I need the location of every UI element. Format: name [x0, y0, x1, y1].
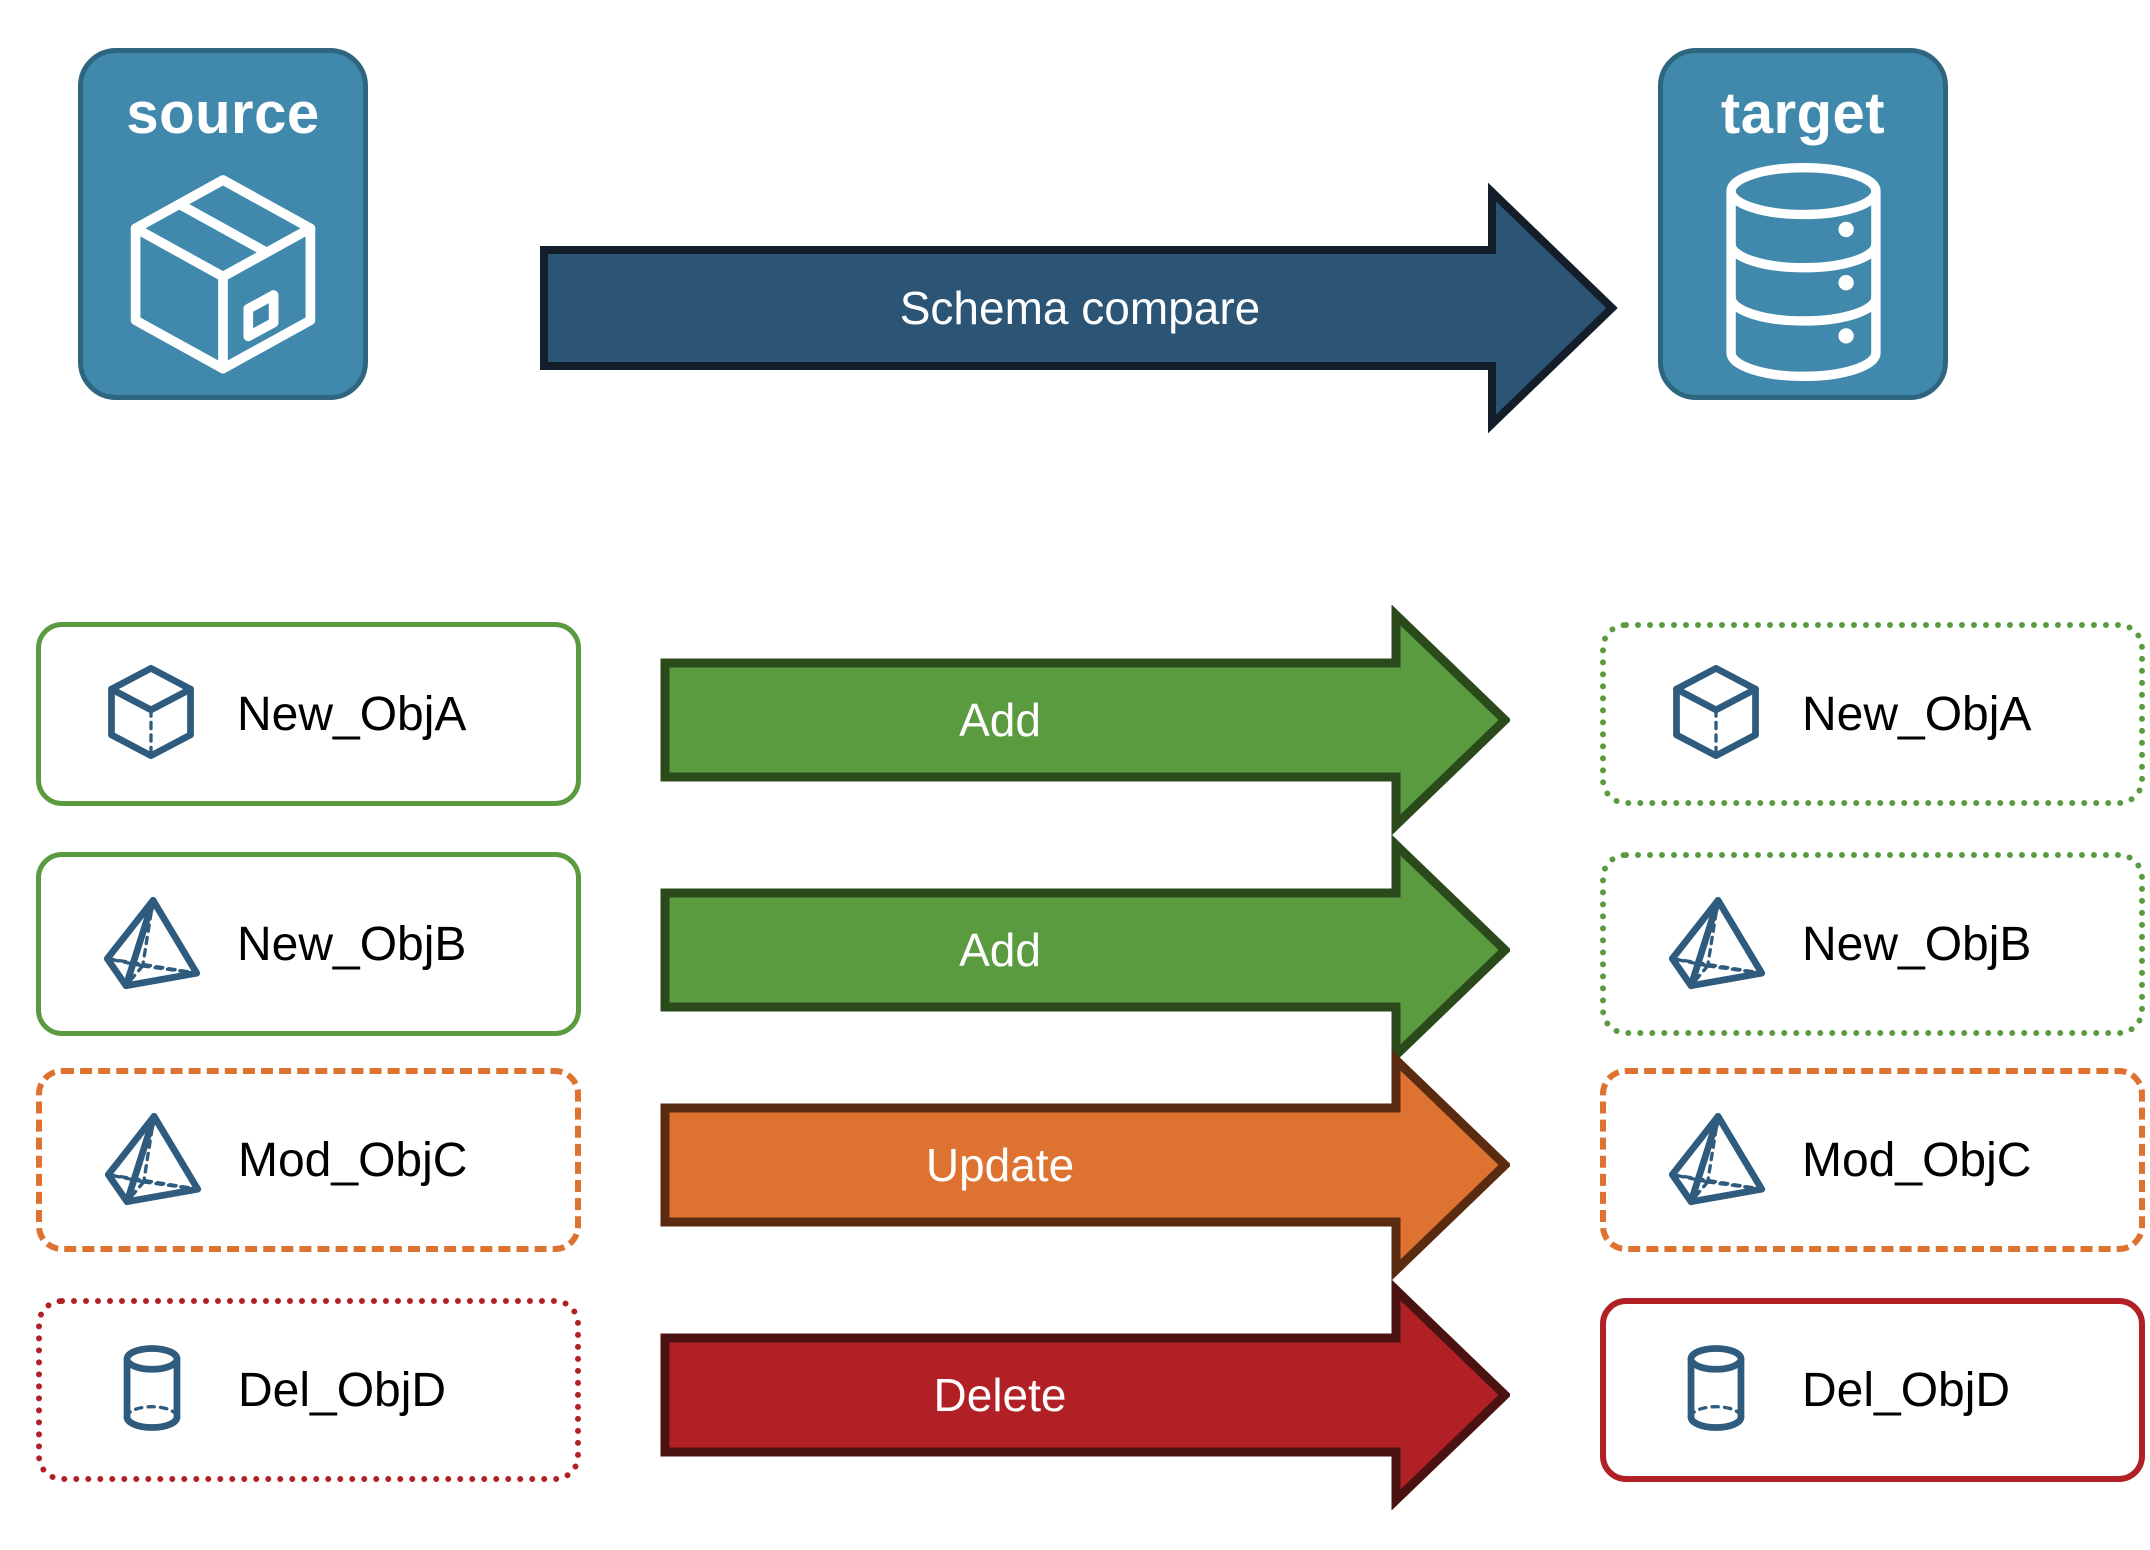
- cube-wireframe-icon: [99, 660, 203, 769]
- cylinder-wireframe-icon: [1664, 1336, 1768, 1445]
- target-object-label-2: New_ObjB: [1802, 917, 2032, 971]
- source-object-label-2: New_ObjB: [237, 917, 467, 971]
- endpoint-title-source: source: [126, 81, 320, 146]
- pyramid-wireframe-icon: [99, 890, 203, 999]
- source-object-card-1[interactable]: New_ObjA: [36, 622, 581, 806]
- source-object-label-1: New_ObjA: [237, 687, 467, 741]
- target-object-card-3[interactable]: Mod_ObjC: [1600, 1068, 2145, 1252]
- target-object-card-2[interactable]: New_ObjB: [1600, 852, 2145, 1036]
- pyramid-wireframe-icon: [1664, 890, 1768, 999]
- target-object-label-3: Mod_ObjC: [1802, 1133, 2032, 1187]
- source-object-label-3: Mod_ObjC: [238, 1133, 468, 1187]
- cylinder-wireframe-icon: [100, 1336, 204, 1445]
- source-object-card-3[interactable]: Mod_ObjC: [36, 1068, 581, 1252]
- target-object-card-4[interactable]: Del_ObjD: [1600, 1298, 2145, 1482]
- database-cylinder-icon: [1696, 157, 1911, 392]
- target-object-card-1[interactable]: New_ObjA: [1600, 622, 2145, 806]
- flow-arrow-update: [660, 1050, 1510, 1280]
- endpoint-card-source[interactable]: source: [78, 48, 368, 400]
- source-object-card-2[interactable]: New_ObjB: [36, 852, 581, 1036]
- endpoint-title-target: target: [1720, 81, 1886, 146]
- cube-wireframe-icon: [1664, 660, 1768, 769]
- target-object-label-4: Del_ObjD: [1802, 1363, 2011, 1417]
- source-object-label-4: Del_ObjD: [238, 1363, 447, 1417]
- endpoint-card-target[interactable]: target: [1658, 48, 1948, 400]
- flow-arrow-delete: [660, 1280, 1510, 1510]
- pyramid-wireframe-icon: [1664, 1106, 1768, 1215]
- flow-arrow-add-2: [660, 835, 1510, 1065]
- flow-arrow-add-1: [660, 605, 1510, 835]
- schema-compare-arrow: [540, 182, 1618, 434]
- source-object-card-4[interactable]: Del_ObjD: [36, 1298, 581, 1482]
- package-box-icon: [108, 157, 338, 392]
- target-object-label-1: New_ObjA: [1802, 687, 2032, 741]
- pyramid-wireframe-icon: [100, 1106, 204, 1215]
